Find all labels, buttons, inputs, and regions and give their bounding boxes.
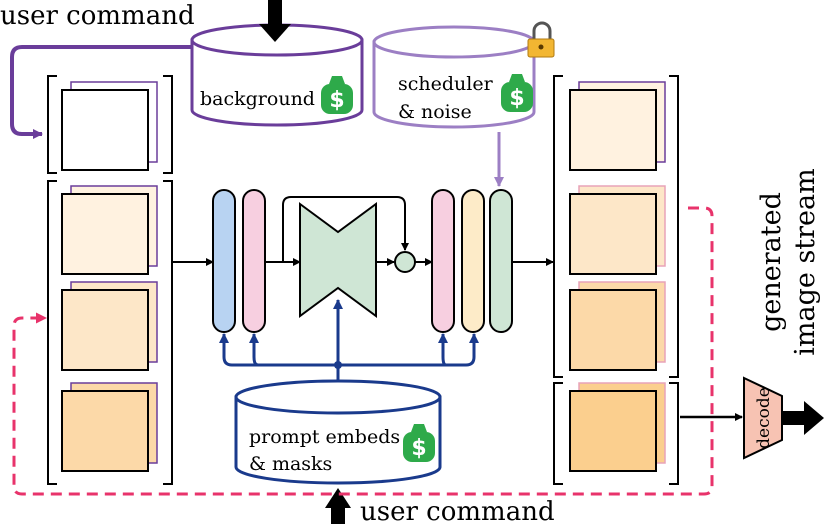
down-arrow-icon — [325, 488, 351, 524]
encoder-block-pink — [242, 189, 266, 333]
scheduler-label-line1: scheduler — [398, 73, 494, 95]
lock-icon — [527, 21, 555, 58]
conditioning-junction — [334, 361, 342, 369]
output-frame-1 — [569, 81, 666, 171]
output-frame-3 — [569, 281, 666, 371]
prompt-label-line1: prompt embeds — [249, 426, 400, 448]
input-frame-stack — [61, 81, 158, 472]
input-frame-bracket — [47, 75, 173, 485]
user-command-top-label: user command — [0, 1, 195, 31]
decode-block: decode — [743, 376, 783, 460]
output-frame-bracket — [553, 75, 679, 485]
decoder-block-cream — [461, 189, 485, 333]
decoder-block-pink — [431, 189, 455, 333]
stream-label-line2: image stream — [790, 168, 821, 355]
unet-block — [299, 202, 377, 318]
prompt-embeds-database: prompt embeds & masks — [234, 379, 442, 485]
down-arrow-icon — [259, 0, 291, 42]
prompt-label-line2: & masks — [249, 453, 332, 475]
stream-output-arrow — [782, 401, 824, 435]
sum-node — [394, 251, 416, 273]
output-frame-stack — [569, 81, 666, 472]
output-frame-4 — [569, 382, 666, 472]
input-frame-2 — [61, 185, 158, 275]
background-label: background — [200, 88, 315, 110]
encoder-block-blue — [212, 189, 236, 333]
skip-connection-arrow — [282, 196, 409, 262]
decode-label: decode — [754, 387, 774, 449]
input-frame-3 — [61, 281, 158, 371]
scheduler-database: scheduler & noise — [372, 25, 536, 129]
stream-label-line1: generated — [756, 192, 787, 332]
input-frame-4 — [61, 382, 158, 472]
output-feedback-loop — [12, 206, 714, 496]
scheduler-label-line2: & noise — [398, 101, 472, 123]
prompt-conditioning-arrows — [219, 299, 479, 390]
user-command-bottom-label: user command — [360, 497, 555, 524]
background-database: background — [190, 23, 364, 127]
decoder-block-green — [489, 189, 513, 333]
background-feedback-arrow — [10, 45, 192, 139]
output-frame-2 — [569, 185, 666, 275]
input-frame-1 — [61, 81, 158, 171]
